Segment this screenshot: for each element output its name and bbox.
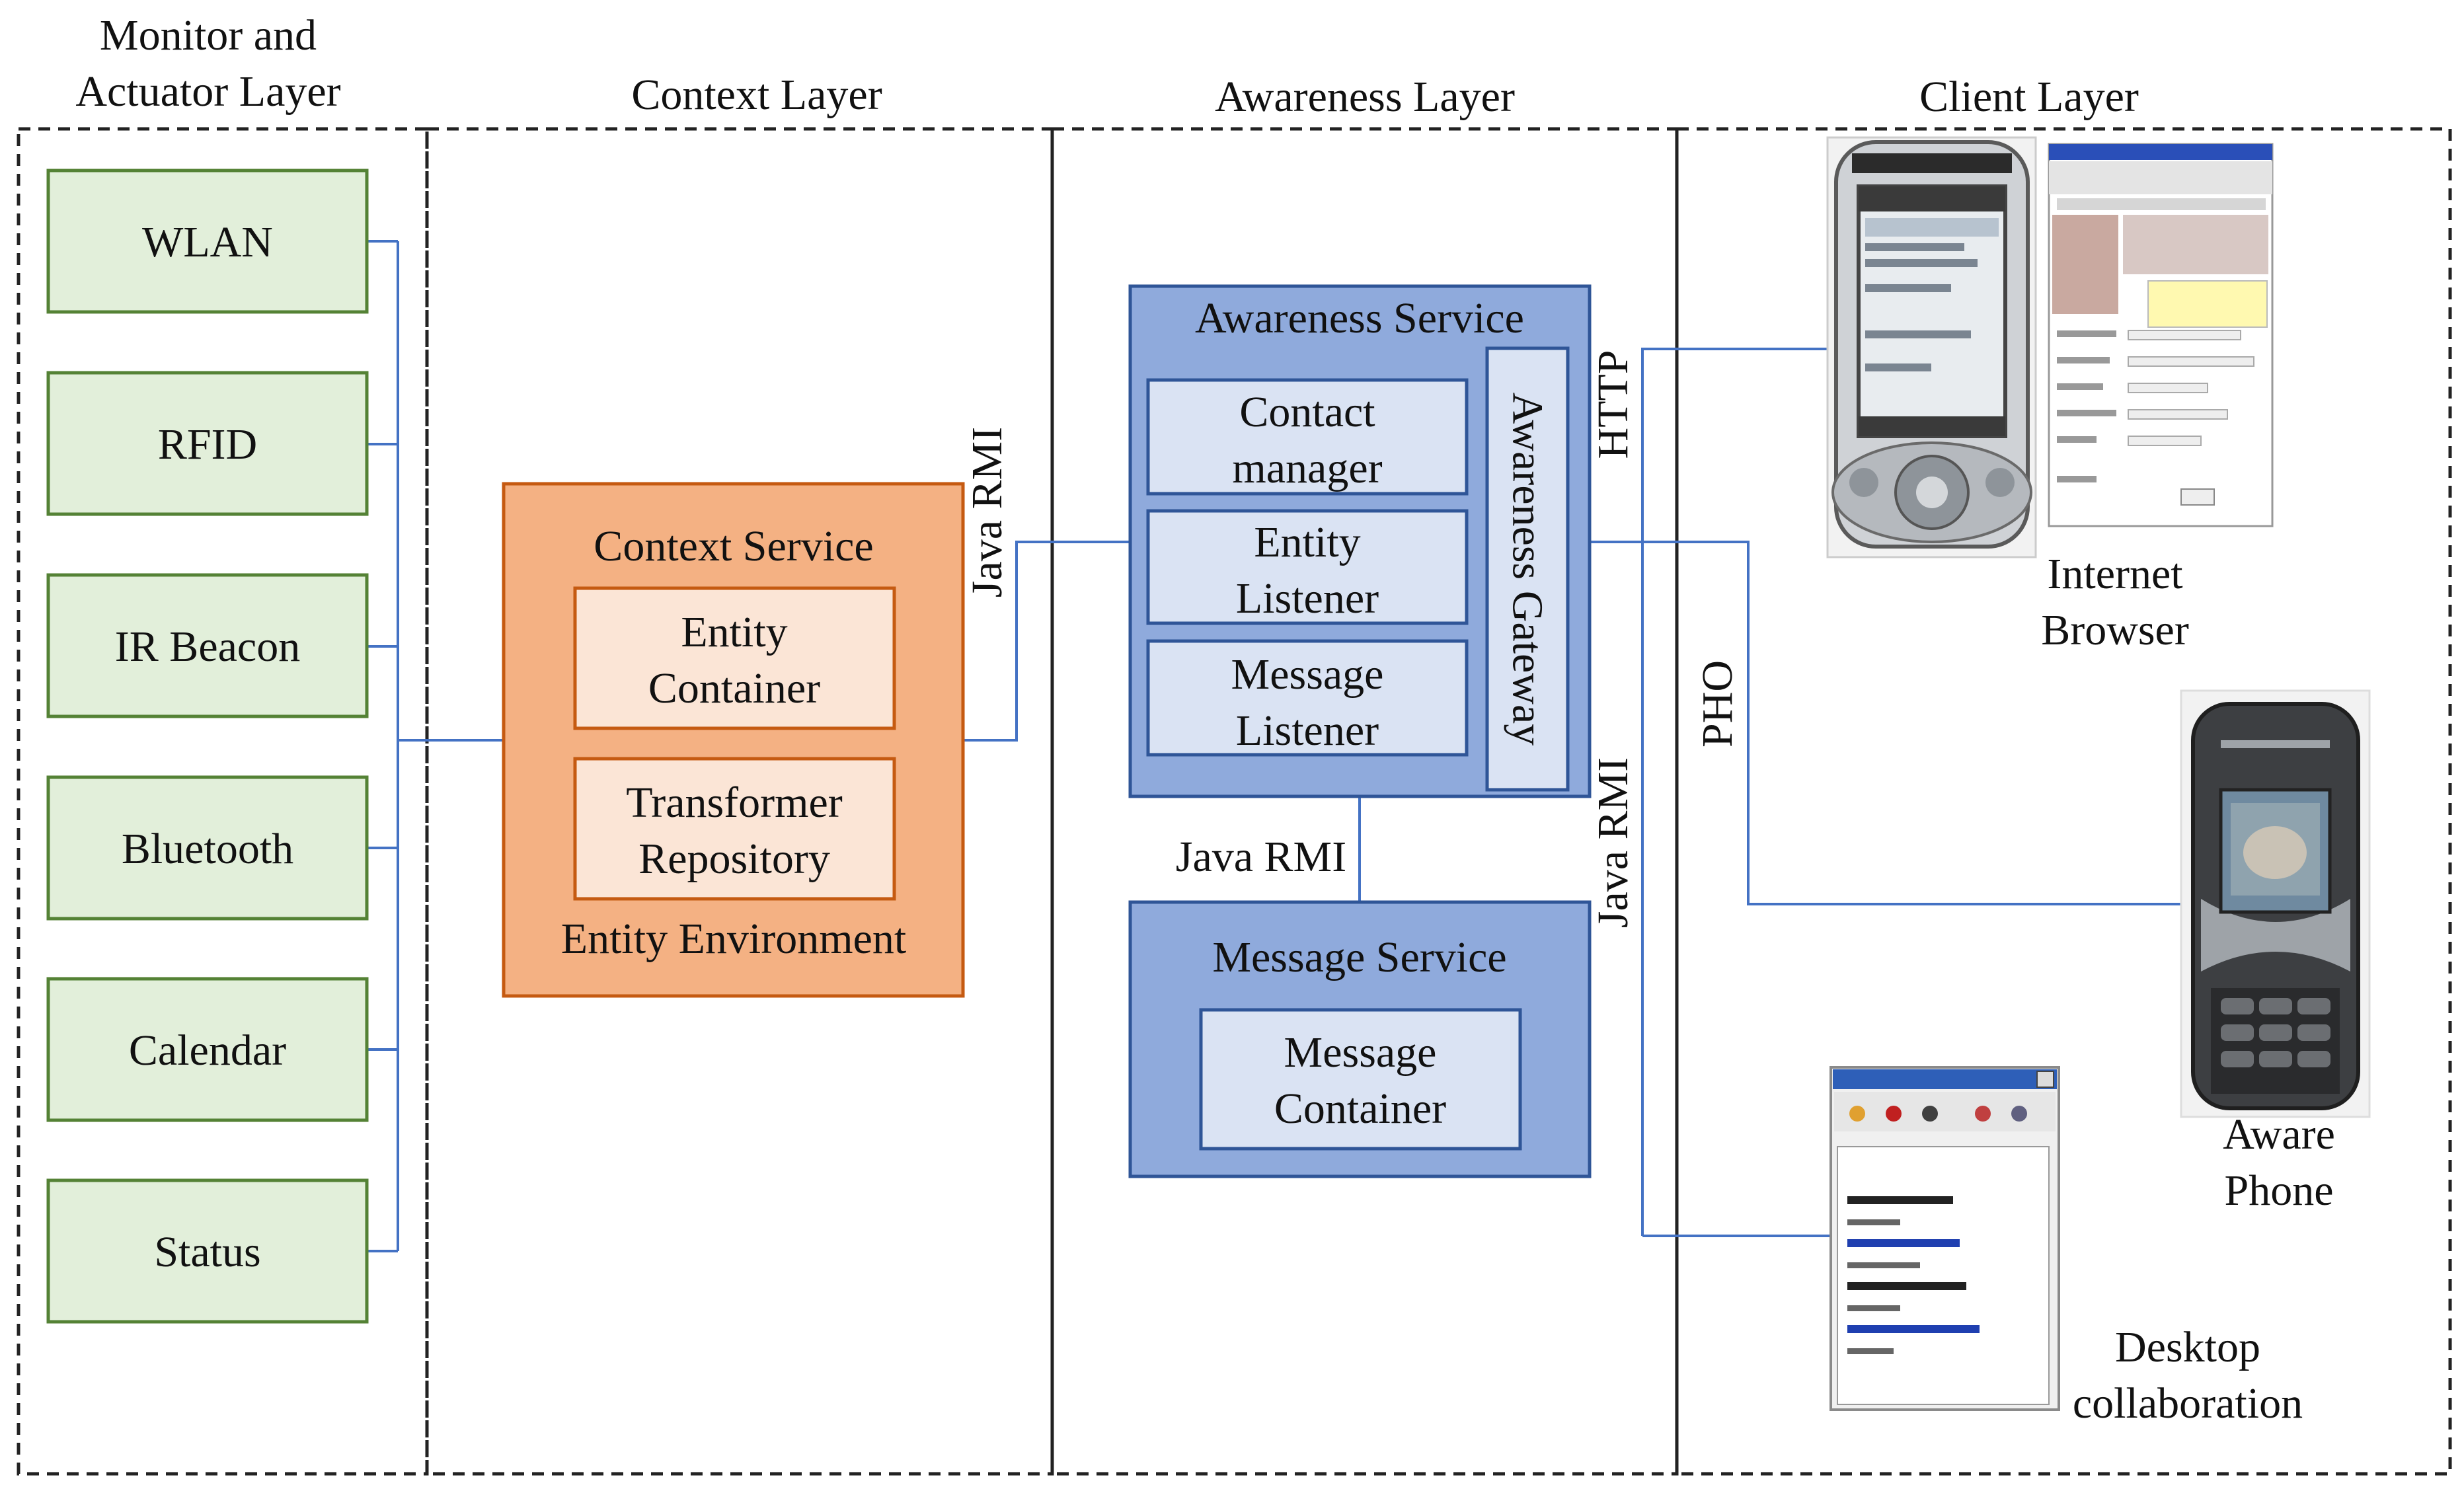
message-listener-box: Message Listener — [1146, 639, 1469, 757]
client-layer-title: Client Layer — [1919, 73, 2139, 121]
transformer-repository-line2: Repository — [638, 835, 830, 883]
aware-phone-line2: Phone — [2225, 1166, 2334, 1215]
java-rmi-context-label: Java RMI — [963, 427, 1011, 597]
transformer-repository-line1: Transformer — [626, 779, 843, 827]
pda-browser-image — [1826, 136, 2274, 558]
contact-manager-box: Contact manager — [1146, 378, 1469, 496]
sensor-boxes: WLAN RFID IR Beacon Bluetooth Calendar S… — [46, 169, 369, 1324]
sensor-ir-beacon: IR Beacon — [46, 573, 369, 718]
pda-device-icon — [1826, 136, 2037, 558]
aware-phone-image — [2180, 689, 2371, 1118]
monitor-layer-title-line1: Monitor and — [100, 11, 317, 59]
sensor-ir-beacon-label: IR Beacon — [115, 623, 300, 671]
sensor-bluetooth: Bluetooth — [46, 775, 369, 921]
awareness-service-title: Awareness Service — [1195, 294, 1524, 342]
java-rmi-client-label: Java RMI — [1589, 757, 1637, 928]
layer-borders — [17, 127, 2452, 1476]
context-layer-border — [425, 127, 1054, 1476]
desktop-collaboration-image — [1829, 1066, 2060, 1411]
sensor-calendar: Calendar — [46, 977, 369, 1122]
layer-titles: Monitor and Actuator Layer Context Layer… — [75, 11, 2139, 121]
awareness-gateway-label: Awareness Gateway — [1504, 393, 1552, 746]
awareness-gateway-box: Awareness Gateway — [1485, 346, 1570, 792]
context-service: Context Service Entity Container Transfo… — [502, 482, 965, 998]
aware-phone-line1: Aware — [2223, 1110, 2335, 1159]
sensor-wlan-label: WLAN — [142, 218, 273, 266]
context-layer-title: Context Layer — [631, 71, 882, 119]
connector-lines — [367, 240, 2184, 1252]
entity-environment-label: Entity Environment — [561, 915, 906, 963]
entity-listener-box: Entity Listener — [1146, 509, 1469, 625]
sensor-rfid: RFID — [46, 371, 369, 516]
entity-listener-line2: Listener — [1236, 574, 1379, 623]
monitor-layer-title-line2: Actuator Layer — [75, 67, 340, 116]
desktop-collaboration-line1: Desktop — [2115, 1323, 2260, 1371]
sensor-status-label: Status — [154, 1228, 260, 1276]
message-container-box: Message Container — [1199, 1008, 1522, 1151]
connector-labels: Java RMI Java RMI HTTP Java RMI PHO — [963, 350, 1742, 929]
monitor-layer-border — [17, 127, 429, 1476]
contact-manager-line2: manager — [1232, 444, 1382, 492]
sensor-wlan: WLAN — [46, 169, 369, 314]
aware-phone-label: Aware Phone — [2223, 1110, 2335, 1215]
awareness-service: Awareness Service Contact manager Entity… — [1128, 284, 1592, 798]
entity-listener-line1: Entity — [1254, 518, 1360, 566]
browser-window-icon — [2048, 143, 2274, 527]
internet-browser-line1: Internet — [2047, 550, 2182, 598]
internet-browser-label: Internet Browser — [2041, 550, 2189, 654]
entity-container-line1: Entity — [681, 608, 787, 656]
http-label: HTTP — [1589, 350, 1637, 459]
message-listener-line1: Message — [1231, 650, 1384, 699]
message-listener-line2: Listener — [1236, 706, 1379, 755]
desktop-collaboration-label: Desktop collaboration — [2073, 1323, 2303, 1428]
sensor-bluetooth-label: Bluetooth — [122, 825, 293, 873]
pho-label: PHO — [1693, 660, 1742, 747]
contact-manager-line1: Contact — [1239, 388, 1375, 436]
transformer-repository-box: Transformer Repository — [573, 757, 896, 901]
message-service-title: Message Service — [1212, 933, 1506, 981]
entity-container-box: Entity Container — [573, 586, 896, 730]
message-service: Message Service Message Container — [1128, 900, 1592, 1178]
java-rmi-message-label: Java RMI — [1176, 833, 1346, 881]
entity-container-line2: Container — [648, 664, 820, 712]
message-container-line2: Container — [1274, 1085, 1446, 1133]
sensor-rfid-label: RFID — [158, 420, 257, 469]
sensor-calendar-label: Calendar — [129, 1026, 286, 1075]
message-container-line1: Message — [1284, 1028, 1437, 1077]
awareness-layer-title: Awareness Layer — [1215, 73, 1515, 121]
internet-browser-line2: Browser — [2041, 606, 2189, 654]
context-service-title: Context Service — [594, 522, 873, 570]
desktop-collaboration-line2: collaboration — [2073, 1379, 2303, 1428]
sensor-status: Status — [46, 1178, 369, 1324]
awareness-layer-border — [1050, 127, 1679, 1476]
client-layer-border — [1675, 127, 2452, 1476]
